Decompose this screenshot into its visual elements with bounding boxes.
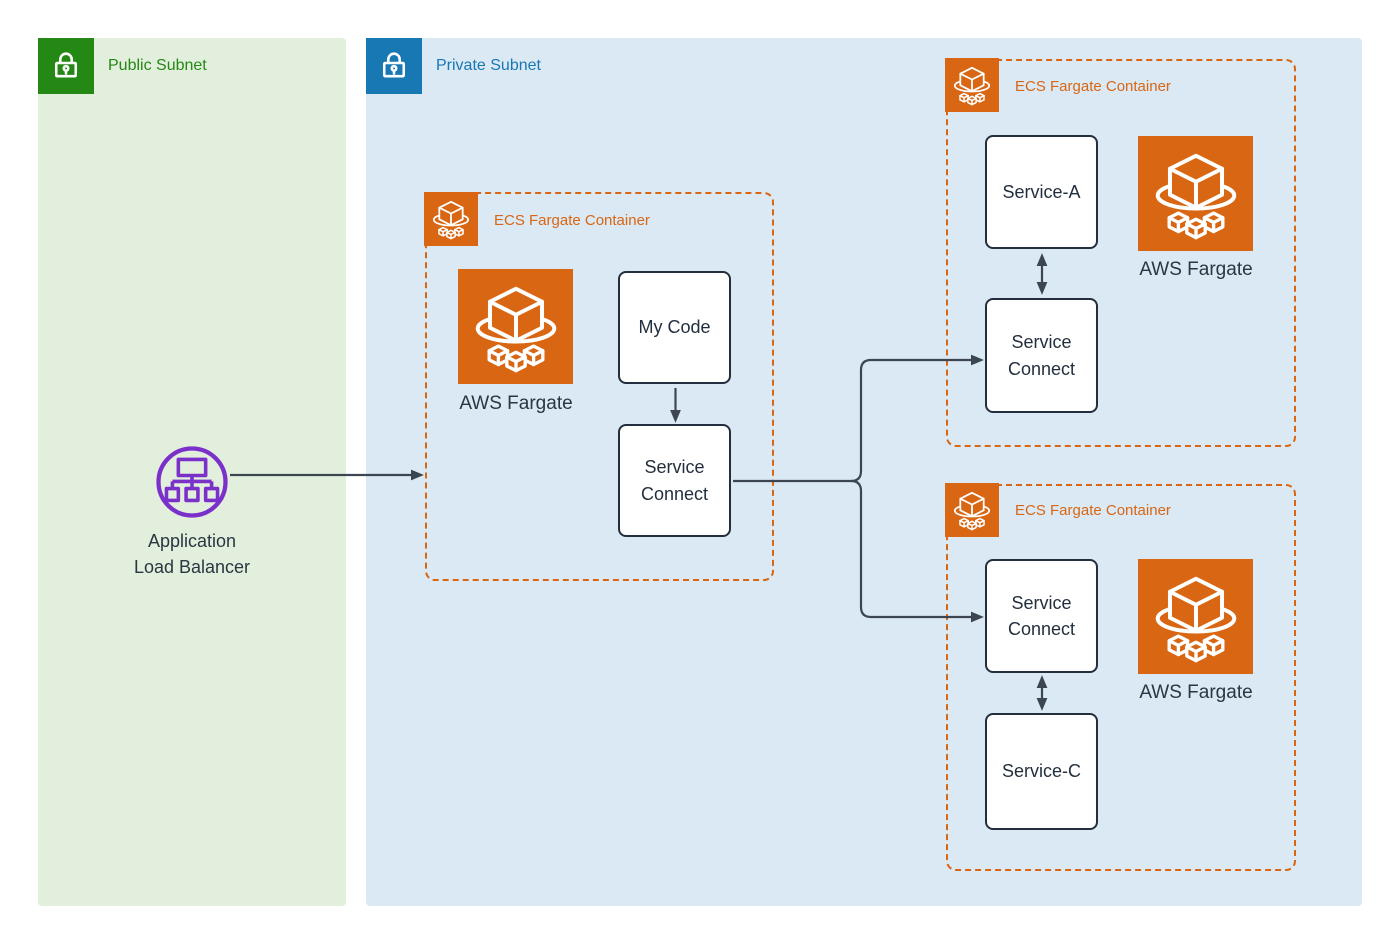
service-connect-box-top-right: Service Connect (985, 298, 1098, 413)
ecs-fargate-icon (424, 192, 478, 246)
application-load-balancer-label: Application Load Balancer (133, 531, 251, 577)
my-code-box: My Code (618, 271, 731, 384)
service-c-box: Service-C (985, 713, 1098, 830)
ecs-container-top-right-label: ECS Fargate Container (1015, 78, 1171, 95)
ecs-container-bottom-right-label: ECS Fargate Container (1015, 502, 1171, 519)
aws-fargate-icon (1138, 559, 1253, 674)
ecs-container-middle-label: ECS Fargate Container (494, 212, 650, 229)
ecs-fargate-icon (945, 58, 999, 112)
service-a-box: Service-A (985, 135, 1098, 249)
public-subnet-lock-icon (38, 38, 94, 94)
private-subnet-label: Private Subnet (436, 57, 541, 74)
public-subnet-panel (38, 38, 346, 906)
public-subnet-label: Public Subnet (108, 57, 207, 74)
aws-fargate-icon (1138, 136, 1253, 251)
service-connect-box-middle: Service Connect (618, 424, 731, 537)
aws-fargate-icon (458, 269, 573, 384)
private-subnet-lock-icon (366, 38, 422, 94)
aws-fargate-caption: AWS Fargate (1139, 682, 1253, 703)
ecs-fargate-icon (945, 483, 999, 537)
aws-fargate-caption: AWS Fargate (1139, 259, 1253, 280)
aws-fargate-caption: AWS Fargate (459, 393, 573, 414)
application-load-balancer-icon (154, 444, 230, 520)
ecs-container-bottom-right (946, 484, 1296, 871)
service-connect-box-bottom-right: Service Connect (985, 559, 1098, 673)
ecs-container-top-right (946, 59, 1296, 447)
